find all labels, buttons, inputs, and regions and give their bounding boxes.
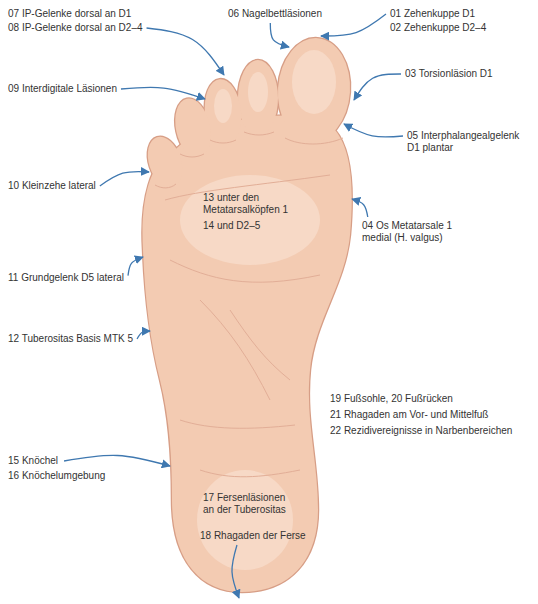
callout-label: 11 Grundgelenk D5 lateral [8, 272, 124, 284]
callout-label: 16 Knöchelumgebung [8, 470, 105, 482]
callout-label: 08 IP-Gelenke dorsal an D2–4 [8, 22, 143, 34]
leader-arrow [137, 331, 150, 339]
callout-label: 17 Fersenläsionen an der Tuberositas [203, 492, 298, 516]
foot-outline [142, 36, 354, 592]
leader-arrow [100, 172, 149, 186]
callout-label: 18 Rhagaden der Ferse [200, 530, 306, 542]
callout-label: 03 Torsionläsion D1 [405, 68, 493, 80]
callout-label: 12 Tuberositas Basis MTK 5 [8, 333, 133, 345]
leader-arrow [147, 28, 224, 75]
callout-label: 09 Interdigitale Läsionen [8, 83, 117, 95]
callout-label: 13 unter den Metatarsalköpfen 1 [203, 192, 303, 216]
leader-arrow [321, 14, 386, 36]
leader-arrow [344, 124, 403, 137]
leader-arrow [128, 257, 143, 276]
callout-label: 19 Fußsohle, 20 Fußrücken [330, 393, 453, 405]
callout-label: 02 Zehenkuppe D2–4 [390, 22, 486, 34]
callout-label: 15 Knöchel [8, 455, 58, 467]
callout-label: 04 Os Metatarsale 1 medial (H. valgus) [362, 220, 477, 244]
callout-label: 06 Nagelbettläsionen [228, 8, 322, 20]
leader-arrow [354, 74, 401, 100]
skin-highlights [180, 50, 336, 570]
skin-creases [155, 132, 343, 477]
leader-arrow [64, 455, 170, 466]
leader-arrow [232, 545, 239, 598]
callout-label: 10 Kleinzehe lateral [8, 180, 96, 192]
callout-label: 21 Rhagaden am Vor- und Mittelfuß [330, 409, 488, 421]
callout-label: 14 und D2–5 [203, 220, 260, 232]
callout-label: 05 Interphalangealgelenk D1 plantar [407, 130, 532, 154]
leader-arrow [352, 199, 368, 217]
callout-label: 07 IP-Gelenke dorsal an D1 [8, 8, 131, 20]
callout-label: 22 Rezidivereignisse in Narbenbereichen [330, 425, 512, 437]
callout-label: 01 Zehenkuppe D1 [390, 8, 475, 20]
foot-skin [142, 36, 354, 592]
leader-arrow [270, 23, 289, 47]
leader-arrow [121, 87, 205, 99]
